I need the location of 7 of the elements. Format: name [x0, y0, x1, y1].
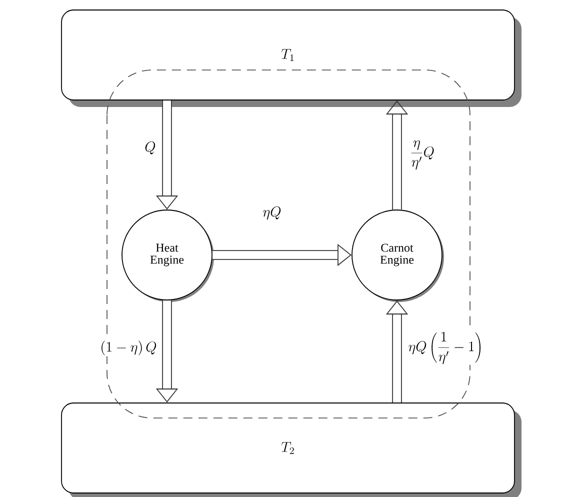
edge-label: $\eta Q$ [262, 206, 282, 220]
reservoir-box: $T_1$ [61, 10, 522, 107]
edge-label: $Q$ [144, 140, 157, 156]
edge-label: $(1-\eta)\,Q$ [99, 340, 158, 356]
reservoir-box: $T_2$ [61, 402, 522, 497]
edge-label: $\frac{\eta}{\eta'}Q$ [409, 140, 436, 170]
edge-label: $\eta Q\left(\frac{1}{\eta'}-1\right)$ [407, 331, 484, 365]
